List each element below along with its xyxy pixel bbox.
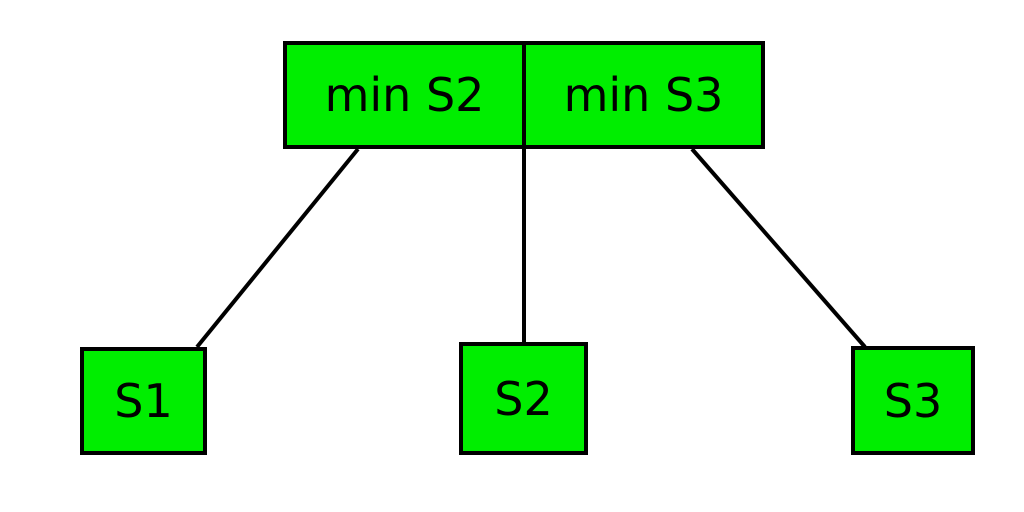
leaf-s1-label: S1	[114, 374, 173, 428]
leaf-s2[interactable]: S2	[459, 342, 588, 455]
leaf-s2-cell[interactable]: S2	[463, 346, 584, 451]
root-cell-min-s2-label: min S2	[324, 68, 485, 122]
leaf-s3-label: S3	[883, 373, 943, 428]
root-cell-min-s2[interactable]: min S2	[287, 45, 522, 145]
leaf-s3-cell[interactable]: S3	[855, 350, 971, 451]
leaf-s1-cell[interactable]: S1	[84, 351, 203, 451]
root-cell-min-s3-label: min S3	[563, 68, 724, 122]
root-node[interactable]: min S2 min S3	[283, 41, 765, 149]
root-cell-min-s3[interactable]: min S3	[522, 45, 761, 145]
leaf-s1[interactable]: S1	[80, 347, 207, 455]
edge-root-to-s1	[195, 147, 360, 349]
leaf-s2-label: S2	[494, 371, 553, 426]
leaf-s3[interactable]: S3	[851, 346, 975, 455]
edge-root-to-s3	[690, 147, 867, 349]
